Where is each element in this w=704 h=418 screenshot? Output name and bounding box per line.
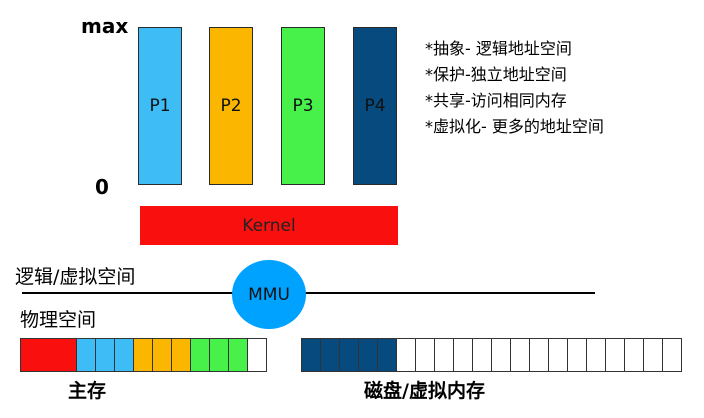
memory-cell [301,338,321,372]
disk-label: 磁盘/虚拟内存 [364,380,485,402]
kernel-block: Kernel [140,206,398,245]
memory-cell [114,338,134,372]
process-label: P3 [292,96,314,116]
process-label: P1 [149,96,171,116]
memory-cell [643,338,663,372]
main-memory-bar [20,338,267,372]
process-label: P2 [220,96,242,116]
memory-cell [396,338,416,372]
memory-cell [358,338,378,372]
process-p3-block: P3 [281,27,325,185]
memory-cell [415,338,435,372]
memory-cell [662,338,682,372]
memory-cell [472,338,492,372]
memory-cell [510,338,530,372]
memory-cell [529,338,549,372]
feature-item-sharing: *共享-访问相同内存 [425,91,567,110]
memory-cell [20,338,77,372]
memory-cell [76,338,96,372]
max-label: max [81,14,129,38]
address-divider-line [22,292,595,294]
process-label: P4 [364,96,386,116]
feature-item-abstraction: *抽象- 逻辑地址空间 [425,39,572,58]
main-memory-label: 主存 [68,380,107,402]
memory-cell [95,338,115,372]
memory-cell [605,338,625,372]
memory-cell [171,338,191,372]
mmu-circle: MMU [232,260,306,329]
disk-bar [301,338,682,372]
memory-cell [152,338,172,372]
memory-cell [434,338,454,372]
process-p2-block: P2 [209,27,253,185]
feature-list: *抽象- 逻辑地址空间 *保护-独立地址空间 *共享-访问相同内存 *虚拟化- … [425,36,604,140]
memory-cell [548,338,568,372]
process-p1-block: P1 [138,27,182,185]
memory-cell [320,338,340,372]
memory-cell [228,338,248,372]
zero-label: 0 [95,175,109,199]
feature-item-protection: *保护-独立地址空间 [425,65,567,84]
kernel-label: Kernel [242,215,296,236]
memory-cell [190,338,210,372]
process-p4-block: P4 [353,27,397,185]
memory-cell [377,338,397,372]
physical-space-label: 物理空间 [20,309,97,331]
memory-cell [339,338,359,372]
mmu-label: MMU [248,284,290,305]
feature-item-virtualization: *虚拟化- 更多的地址空间 [425,117,604,136]
logical-space-label: 逻辑/虚拟空间 [15,266,136,288]
memory-cell [491,338,511,372]
memory-cell [133,338,153,372]
memory-cell [567,338,587,372]
memory-cell [624,338,644,372]
memory-cell [209,338,229,372]
memory-cell [247,338,267,372]
memory-cell [586,338,606,372]
memory-cell [453,338,473,372]
